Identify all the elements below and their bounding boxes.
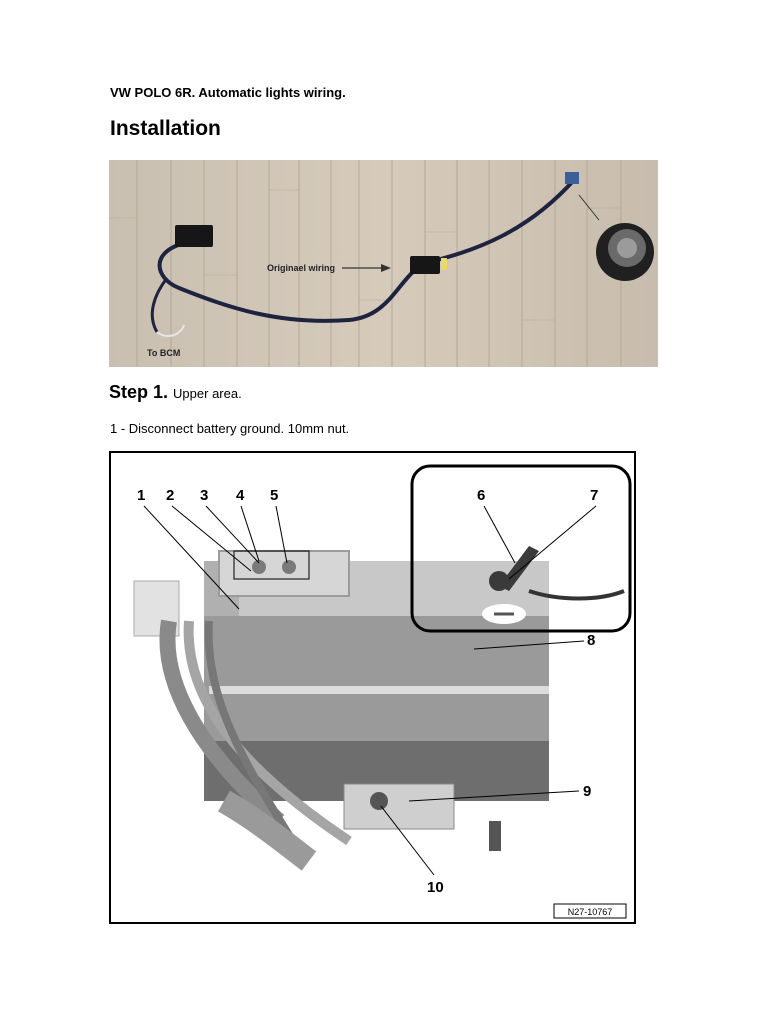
step1-heading: Step 1. Upper area.: [109, 382, 242, 403]
original-wiring-connector: [410, 256, 440, 274]
step1-instruction: 1 - Disconnect battery ground. 10mm nut.: [110, 421, 350, 436]
harness-photo-svg: Originael wiring To BCM: [109, 160, 658, 367]
step1-title: Step 1.: [109, 382, 169, 402]
original-wiring-label: Originael wiring: [267, 263, 335, 273]
callout-2: 2: [166, 487, 174, 504]
diagram-reference-code: N27-10767: [568, 907, 613, 917]
bcm-connector: [175, 225, 213, 247]
battery-diagram-svg: 1 2 3 4 5 6 7 8 9 10 N27-10767: [109, 451, 636, 924]
document-title: VW POLO 6R. Automatic lights wiring.: [110, 85, 346, 100]
callout-3: 3: [200, 487, 208, 504]
callout-6: 6: [477, 487, 485, 504]
callout-9: 9: [583, 783, 591, 800]
battery-diagram: 1 2 3 4 5 6 7 8 9 10 N27-10767: [109, 451, 636, 924]
to-bcm-label: To BCM: [147, 348, 180, 358]
callout-5: 5: [270, 487, 278, 504]
callout-10: 10: [427, 879, 444, 896]
callout-1: 1: [137, 487, 145, 504]
callout-7: 7: [590, 487, 598, 504]
wiring-harness-photo: Originael wiring To BCM: [109, 160, 658, 367]
callout-8: 8: [587, 632, 595, 649]
section-heading-installation: Installation: [110, 117, 221, 140]
callout-4: 4: [236, 487, 245, 504]
step1-subheading: Upper area.: [173, 386, 242, 401]
harness-cable: [157, 178, 576, 323]
